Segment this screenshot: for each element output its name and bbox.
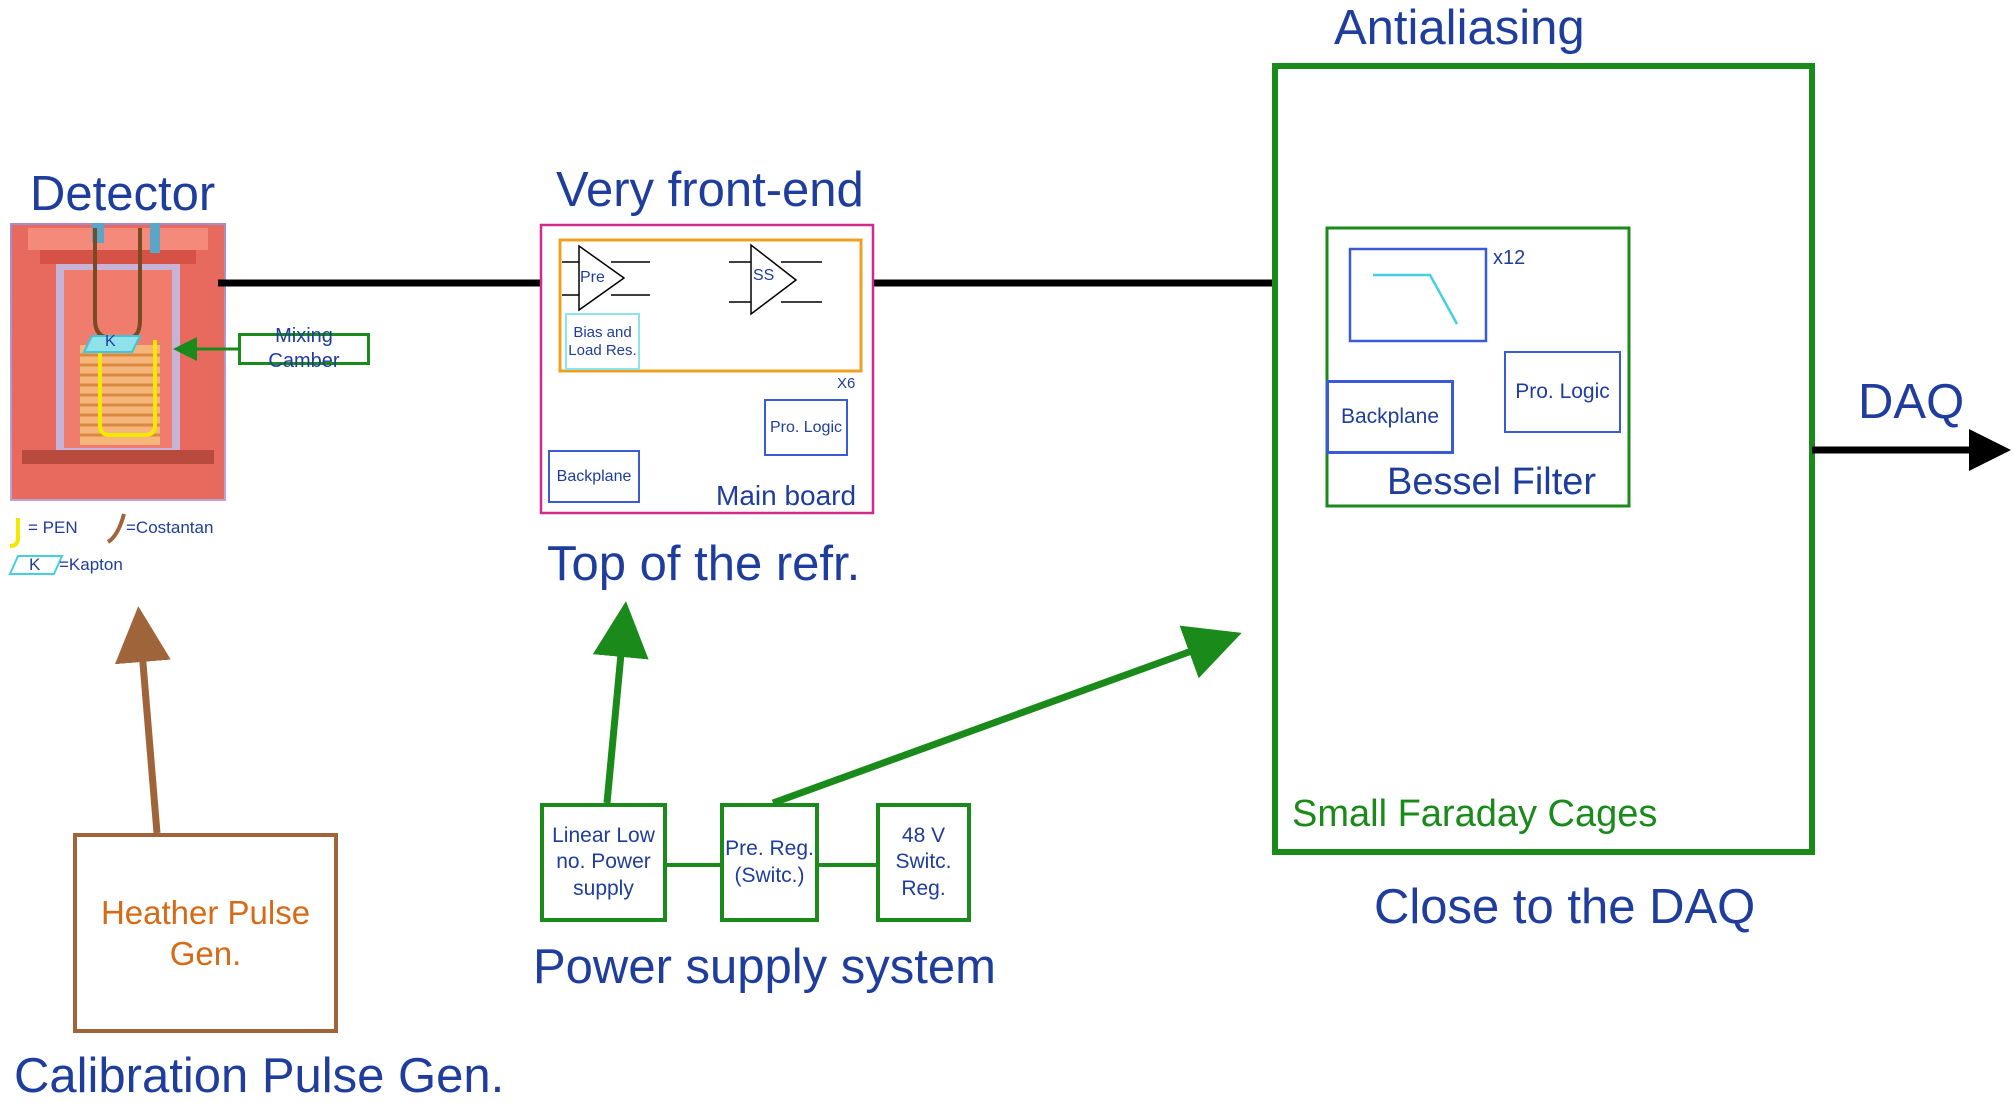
frontend-backplane-box: Backplane bbox=[548, 450, 640, 503]
main-board-label: Main board bbox=[716, 480, 857, 511]
calibration-pulse-gen-label: Calibration Pulse Gen. bbox=[14, 1049, 505, 1103]
pen-legend: = PEN bbox=[28, 518, 78, 537]
filter-response-box bbox=[1348, 247, 1488, 343]
kapton-legend-letter: K bbox=[29, 555, 41, 574]
x12-label: x12 bbox=[1493, 247, 1526, 269]
channel-box bbox=[558, 238, 863, 373]
costantan-legend: =Costantan bbox=[126, 518, 214, 537]
x6-label: X6 bbox=[837, 375, 856, 392]
bias-load-box: Bias and Load Res. bbox=[565, 313, 640, 370]
kapton-legend-icon bbox=[8, 555, 64, 575]
bessel-board-box bbox=[1325, 226, 1631, 508]
daq-label: DAQ bbox=[1858, 375, 1965, 429]
switching-regulator-48v-box: 48 V Switc. Reg. bbox=[876, 803, 971, 922]
antialiasing-pro-logic-box: Pro. Logic bbox=[1504, 351, 1621, 433]
antialiasing-title: Antialiasing bbox=[1334, 1, 1585, 55]
power-to-antialiasing-arrow bbox=[771, 625, 1242, 807]
top-of-refr-label: Top of the refr. bbox=[547, 537, 861, 591]
very-frontend-title: Very front-end bbox=[556, 163, 864, 217]
mixing-camber-label: Mixing Camber bbox=[238, 325, 370, 372]
close-to-daq-label: Close to the DAQ bbox=[1374, 880, 1756, 934]
small-faraday-cages-label: Small Faraday Cages bbox=[1292, 793, 1658, 835]
power-supply-system-label: Power supply system bbox=[533, 940, 996, 994]
lowpass-curve bbox=[1373, 273, 1459, 325]
pre-label: Pre bbox=[580, 269, 605, 286]
antialiasing-backplane-box: Backplane bbox=[1326, 380, 1454, 454]
kapton-letter: K bbox=[105, 333, 116, 350]
bessel-filter-label: Bessel Filter bbox=[1387, 461, 1597, 503]
ss-amp-symbol bbox=[729, 243, 822, 316]
detector-illustration bbox=[10, 223, 226, 501]
calibration-arrow bbox=[114, 606, 171, 834]
main-board-box bbox=[539, 223, 875, 515]
kapton-legend: =Kapton bbox=[59, 555, 123, 574]
linear-power-supply-box: Linear Low no. Power supply bbox=[540, 803, 667, 922]
detector-title: Detector bbox=[30, 167, 216, 221]
pre-regulator-box: Pre. Reg. (Switc.) bbox=[720, 803, 819, 922]
heather-pulse-gen-box: Heather Pulse Gen. bbox=[73, 833, 338, 1033]
frontend-pro-logic-box: Pro. Logic bbox=[764, 399, 848, 456]
preamp-symbol bbox=[562, 244, 650, 312]
pen-legend-icon bbox=[9, 518, 20, 548]
ss-label: SS bbox=[753, 267, 775, 284]
costantan-legend-icon bbox=[106, 513, 126, 544]
antialiasing-cage-box bbox=[1272, 63, 1815, 855]
power-to-frontend-arrow bbox=[592, 601, 649, 804]
